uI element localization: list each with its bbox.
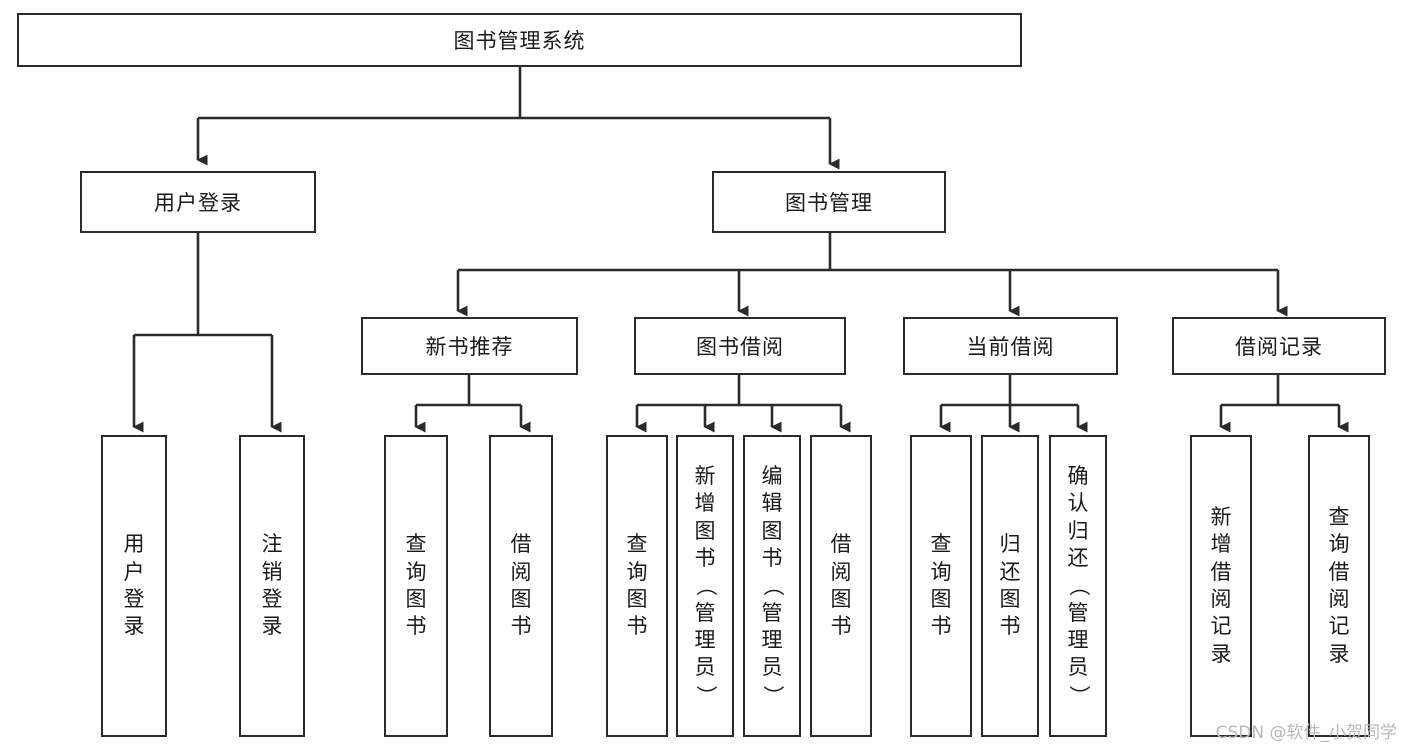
- node-user-login[interactable]: 用户登录: [80, 171, 316, 233]
- node-label: 编辑图书（管理员）: [760, 464, 785, 706]
- node-book-management[interactable]: 图书管理: [712, 171, 946, 233]
- leaf-borrow-borrow-book[interactable]: 借阅图书: [810, 435, 872, 737]
- node-label: 图书管理系统: [453, 29, 586, 53]
- node-label: 归还图书: [999, 532, 1021, 639]
- leaf-borrow-edit-book[interactable]: 编辑图书（管理员）: [743, 435, 801, 737]
- node-label: 用户登录: [123, 532, 145, 639]
- node-label: 查询图书: [405, 532, 427, 639]
- node-current-borrow[interactable]: 当前借阅: [903, 317, 1118, 375]
- node-label: 图书借阅: [696, 335, 784, 359]
- node-borrow-record[interactable]: 借阅记录: [1172, 317, 1386, 375]
- leaf-current-confirm-return[interactable]: 确认归还（管理员）: [1049, 435, 1107, 737]
- node-label: 借阅图书: [510, 532, 532, 639]
- leaf-user-logout[interactable]: 注销登录: [239, 435, 305, 737]
- node-label: 新增图书（管理员）: [693, 464, 718, 706]
- node-label: 注销登录: [261, 532, 283, 639]
- node-label: 图书管理: [785, 191, 873, 215]
- leaf-user-login[interactable]: 用户登录: [101, 435, 167, 737]
- leaf-newbook-query-book[interactable]: 查询图书: [384, 435, 448, 737]
- leaf-borrow-query-book[interactable]: 查询图书: [606, 435, 668, 737]
- node-label: 确认归还（管理员）: [1066, 464, 1091, 706]
- node-label: 查询图书: [930, 532, 952, 639]
- node-book-borrow[interactable]: 图书借阅: [634, 317, 846, 375]
- leaf-borrow-add-book[interactable]: 新增图书（管理员）: [676, 435, 734, 737]
- leaf-newbook-borrow-book[interactable]: 借阅图书: [489, 435, 553, 737]
- node-label: 查询借阅记录: [1328, 505, 1350, 666]
- node-new-book-recommend[interactable]: 新书推荐: [361, 317, 578, 375]
- node-root-book-management-system[interactable]: 图书管理系统: [17, 13, 1022, 67]
- node-label: 借阅图书: [830, 532, 852, 639]
- leaf-current-return-book[interactable]: 归还图书: [981, 435, 1039, 737]
- node-label: 新书推荐: [425, 335, 514, 359]
- leaf-record-query-record[interactable]: 查询借阅记录: [1308, 435, 1370, 737]
- node-label: 借阅记录: [1235, 335, 1323, 359]
- node-label: 当前借阅: [966, 335, 1055, 359]
- csdn-watermark: CSDN @软件_小贺同学: [1215, 723, 1397, 743]
- leaf-current-query-book[interactable]: 查询图书: [910, 435, 972, 737]
- node-label: 查询图书: [626, 532, 648, 639]
- leaf-record-add-record[interactable]: 新增借阅记录: [1190, 435, 1252, 737]
- node-label: 新增借阅记录: [1210, 505, 1232, 666]
- node-label: 用户登录: [154, 191, 242, 215]
